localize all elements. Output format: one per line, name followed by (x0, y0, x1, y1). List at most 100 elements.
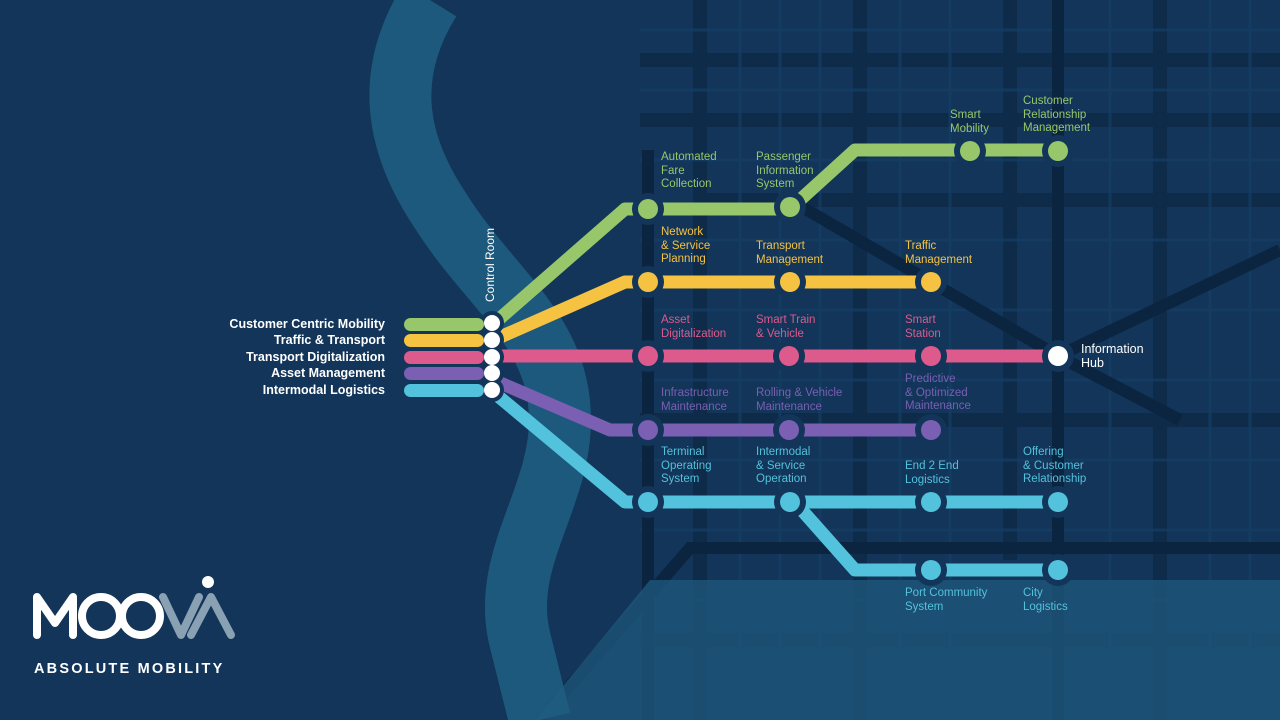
station-label: Smart Train& Vehicle (756, 314, 815, 341)
line-legend-label: Intermodal Logistics (262, 383, 385, 397)
line-legend-label: Asset Management (271, 366, 385, 380)
station-label-line: Predictive (905, 373, 956, 385)
station-label-line: Smart Train (756, 314, 816, 326)
station-label-line: Automated (661, 151, 717, 163)
station-label-line: Smart (905, 314, 936, 326)
station-label-line: & Optimized (905, 386, 968, 399)
station-dot (921, 420, 941, 440)
station-label-line: & Service (756, 459, 806, 472)
line-legend-swatch (404, 367, 484, 380)
control-room-node (484, 382, 500, 398)
station-label-line: Maintenance (756, 400, 822, 413)
yellow-line-route (495, 275, 931, 344)
station-dot (780, 492, 800, 512)
station-label-line: End 2 End (905, 460, 959, 472)
station-label-line: Planning (661, 253, 706, 265)
station-label-line: System (905, 600, 944, 613)
line-legend-swatch (404, 384, 484, 397)
station-dot (780, 272, 800, 292)
station-label-line: Station (905, 327, 941, 340)
station-dot (779, 346, 799, 366)
station-dot (1048, 346, 1068, 366)
station-label-line: Intermodal (756, 446, 811, 458)
station-label-line: Digitalization (661, 327, 727, 340)
station-dot (1048, 492, 1068, 512)
station-label-line: System (756, 178, 795, 190)
line-legend-label: Transport Digitalization (246, 350, 385, 364)
station-dot (780, 197, 800, 217)
station-label-line: Relationship (1023, 473, 1087, 485)
station-label-line: Transport (756, 240, 805, 252)
station-dot (921, 560, 941, 580)
station-label-line: Fare (661, 164, 685, 177)
station-label-line: Mobility (950, 122, 989, 135)
station-label-line: Asset (661, 314, 690, 326)
station-label-line: Management (1023, 122, 1091, 134)
river (369, 0, 592, 720)
station-label-line: Management (905, 253, 973, 266)
station-dot (1048, 141, 1068, 161)
station-label-line: Offering (1023, 446, 1064, 458)
station-label-line: Hub (1081, 355, 1104, 370)
station-dot (638, 492, 658, 512)
station-dot (921, 492, 941, 512)
station-label-line: City (1023, 587, 1043, 599)
station-dot (960, 141, 980, 161)
station-label-line: Operation (756, 473, 807, 485)
station-label-line: Relationship (1023, 108, 1087, 121)
station-label-line: Rolling & Vehicle (756, 387, 843, 399)
station-label-line: & Service (661, 239, 711, 252)
station-label-line: Information (756, 164, 814, 177)
station-label-line: Operating (661, 459, 712, 472)
cyan-line-route (493, 391, 1058, 577)
line-legend-label: Customer Centric Mobility (229, 317, 385, 331)
station-label-line: Information (1081, 342, 1144, 356)
station-dot (638, 346, 658, 366)
station-label-line: Collection (661, 178, 712, 190)
station-label-line: Logistics (1023, 600, 1068, 613)
station-label-line: & Vehicle (756, 327, 804, 340)
purple-line-route (495, 376, 931, 437)
control-room-label: Control Room (483, 227, 497, 303)
control-room-node (484, 315, 500, 331)
station-label-line: Maintenance (661, 400, 727, 413)
control-room-node (484, 349, 500, 365)
line-legend-swatch (404, 318, 484, 331)
station-label-line: System (661, 473, 700, 485)
station-label-line: Maintenance (905, 400, 971, 412)
station-label-line: Port Community (905, 587, 988, 599)
control-room-node (484, 365, 500, 381)
station-label-line: Traffic (905, 240, 937, 252)
station-label-line: Terminal (661, 446, 705, 458)
station-label-line: Customer (1023, 95, 1073, 107)
station-dot (921, 272, 941, 292)
station-dot (638, 272, 658, 292)
station-label-line: & Customer (1023, 459, 1084, 472)
stations (480, 135, 1074, 586)
control-room-node (484, 332, 500, 348)
station-label-line: Network (661, 226, 704, 238)
station-dot (638, 199, 658, 219)
tagline: ABSOLUTE MOBILITY (34, 661, 225, 677)
line-legend-swatch (404, 351, 484, 364)
station-dot (1048, 560, 1068, 580)
harbor-area (535, 580, 1280, 720)
moovia-logo (33, 576, 235, 639)
